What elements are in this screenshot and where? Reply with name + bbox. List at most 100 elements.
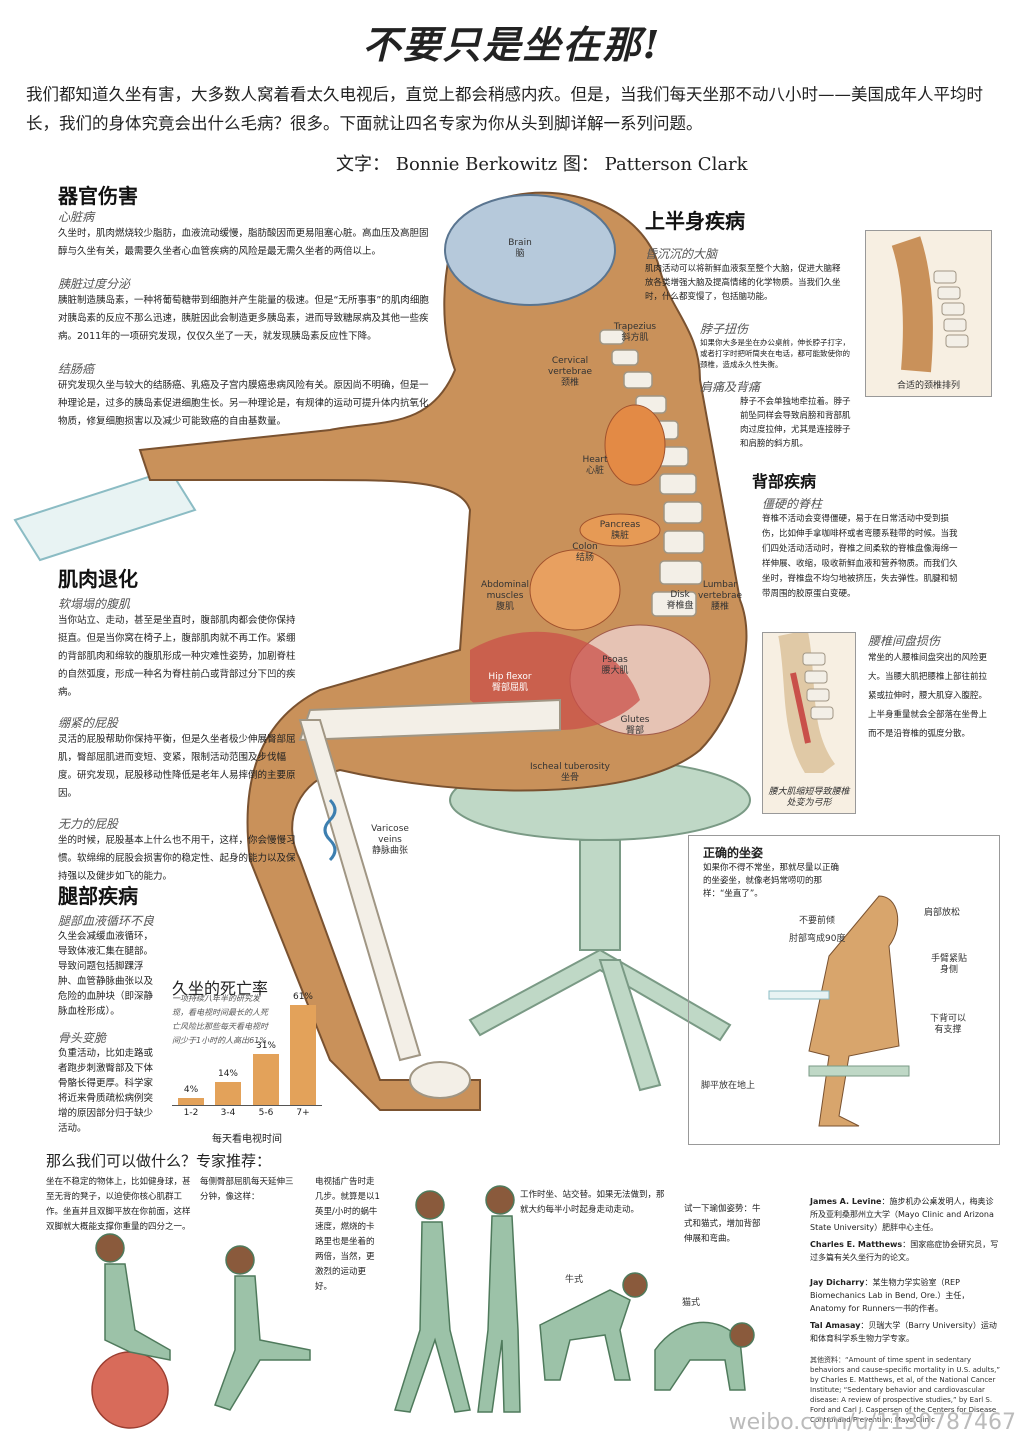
posture-label-no-lean: 不要前倾 <box>799 916 836 926</box>
abs-text: 当你站立、走动，甚至是坐直时，腹部肌肉都会使你保持挺直。但是当你窝在椅子上，腹部… <box>58 615 296 698</box>
tight-hips-title: 绷紧的屁股 <box>58 716 119 730</box>
neck-section: 脖子扭伤 如果你大多是坐在办公桌前，伸长脖子打字，或者打字时把听筒夹在电话，都可… <box>700 320 855 451</box>
chart-value-label: 31% <box>255 1041 276 1051</box>
chart-category-label: 1-2 <box>183 1108 199 1118</box>
label-colon: Colon 结肠 <box>572 542 598 563</box>
label-pancreas: Pancreas 胰脏 <box>599 520 641 541</box>
tip-sit-stand: 工作时坐、站交替。如果无法做到，那就大约每半小时起身走动走动。 <box>520 1190 665 1215</box>
sources-note: 其他资料：“Amount of time spent in sedentary … <box>810 1356 1000 1424</box>
disc-section: 腰椎间盘损伤 常坐的人腰椎间盘突出的风险更大。当腰大肌把腰椎上部往前拉紧或拉伸时… <box>868 632 988 744</box>
chart-value-label: 4% <box>183 1085 199 1095</box>
upper-body-section: 昏沉沉的大脑 肌肉活动可以将新鲜血液泵至整个大脑，促进大脑释放各类增强大脑及提高… <box>645 245 845 312</box>
neck-text: 如果你大多是坐在办公桌前，伸长脖子打字，或者打字时把听筒夹在电话，都可能致使你的… <box>700 338 850 369</box>
disc-title: 腰椎间盘损伤 <box>868 634 941 648</box>
label-heart: Heart 心脏 <box>582 455 608 476</box>
label-trapezius: Trapezius 斜方肌 <box>613 322 657 343</box>
bones-title: 骨头变脆 <box>58 1031 107 1045</box>
label-glutes: Glutes 臀部 <box>620 715 650 736</box>
chart-category-label: 7+ <box>296 1108 310 1118</box>
experts-list: James A. Levine：施步机办公桌发明人，梅奥诊所及亚利桑那州立大学（… <box>810 1195 1000 1425</box>
posture-label-feet: 脚平放在地上 <box>701 1081 756 1091</box>
colon-cancer-title: 结肠癌 <box>58 362 95 376</box>
label-ischeal-tuberosity: Ischeal tuberosity 坐骨 <box>530 762 610 783</box>
intro-paragraph: 我们都知道久坐有害，大多数人窝着看太久电视后，直觉上都会稍感内疚。但是，当我们每… <box>26 85 983 133</box>
chart-bar-1-2 <box>178 1098 204 1105</box>
pancreas-title: 胰脏过度分泌 <box>58 277 131 291</box>
tip-hip-stretch: 每侧臀部屈肌每天延伸三分钟，像这样： <box>200 1177 294 1202</box>
tight-hips-text: 灵活的屁股帮助你保持平衡，但是久坐者极少伸展臀部屈肌，臀部屈肌进而变短、变紧，限… <box>58 734 296 799</box>
expert-desc-4: ：贝瑞大学（Barry University）运动和体育科学系生物力学专家。 <box>810 1321 997 1343</box>
expert-desc-3: ：某生物力学实验室（REP Biomechanics Lab in Bend, … <box>810 1278 970 1313</box>
organs-section: 心脏病 久坐时，肌肉燃烧较少脂肪，血液流动缓慢，脂肪酸因而更易阻塞心脏。高血压及… <box>58 208 433 431</box>
lumbar-disc-illustration: 腰大肌缩短导致腰椎处变为弓形 <box>762 630 856 814</box>
heart-disease-title: 心脏病 <box>58 210 95 224</box>
chart-category-label: 3-4 <box>220 1108 236 1118</box>
posture-heading: 正确的坐姿 <box>703 846 764 860</box>
section-heading-organs: 器官伤害 <box>58 184 138 208</box>
chart-bar-7+ <box>290 1005 316 1105</box>
shoulder-text: 脖子不会单独地牵拉着。脖子前坠同样会导致肩膀和背部肌肉过度拉伸，尤其是连接脖子和… <box>740 397 851 449</box>
brain-text: 肌肉活动可以将新鲜血液泵至整个大脑，促进大脑释放各类增强大脑及提高情绪的化学物质… <box>645 264 841 302</box>
chart-x-label: 每天看电视时间 <box>212 1134 282 1145</box>
weibo-watermark: weibo.com/u/1130787467 <box>728 1410 1016 1435</box>
neck-alignment-illustration: 合适的颈椎排列 <box>865 230 992 397</box>
weak-glutes-text: 坐的时候，屁股基本上什么也不用干，这样，你会慢慢习惯。软绵绵的屁股会损害你的稳定… <box>58 835 296 882</box>
bones-text: 负重活动，比如走路或者跑步刺激臀部及下体骨骼长得更厚。科学家将近来骨质疏松病例突… <box>58 1048 154 1134</box>
circulation-text: 久坐会减缓血液循环，导致体液汇集在腿部。导致问题包括脚踝浮肿、血管静脉曲张以及危… <box>58 931 154 1017</box>
chart-title: 久坐的死亡率 <box>172 979 269 998</box>
page-title: 不要只是坐在那! <box>362 22 662 67</box>
muscles-section: 软塌塌的腹肌 当你站立、走动，甚至是坐直时，腹部肌肉都会使你保持挺直。但是当你窝… <box>58 595 298 886</box>
heart-disease-text: 久坐时，肌肉燃烧较少脂肪，血液流动缓慢，脂肪酸因而更易阻塞心脏。高血压及高胆固醇… <box>58 228 429 257</box>
posture-label-lower-back: 下背可以有支撑 <box>929 1014 966 1035</box>
posture-label-relax-shoulders: 肩部放松 <box>924 908 961 918</box>
chart-note: 一项持续八年半的研究发现，看电视时间最长的人死亡风险比那些每天看电视时间少于1小… <box>172 994 268 1045</box>
tip-balance-ball: 坐在不稳定的物体上，比如健身球，甚至无背的凳子，以迫使你核心肌群工作。坐直并且双… <box>46 1177 191 1232</box>
label-varicose-veins: Varicose veins 静脉曲张 <box>371 824 409 856</box>
exercise-figures <box>91 1185 755 1429</box>
brain-title: 昏沉沉的大脑 <box>645 247 718 261</box>
chart-bar-5-6 <box>253 1054 279 1105</box>
chart-value-label: 14% <box>217 1069 238 1079</box>
disc-caption: 腰大肌缩短导致腰椎处变为弓形 <box>768 787 850 808</box>
section-heading-upper-body: 上半身疾病 <box>645 209 745 233</box>
expert-name-3: Jay Dicharry <box>810 1278 865 1287</box>
expert-name-2: Charles E. Matthews <box>810 1240 903 1249</box>
tip-yoga: 试一下瑜伽姿势：牛式和猫式，增加背部伸展和弯曲。 <box>684 1204 761 1244</box>
cat-pose-label: 猫式 <box>682 1298 701 1308</box>
expert-desc-1: ：施步机办公桌发明人，梅奥诊所及亚利桑那州立大学（Mayo Clinic and… <box>810 1197 994 1232</box>
label-hip-flexor: Hip flexor 臀部屈肌 <box>488 672 532 693</box>
section-heading-muscles: 肌肉退化 <box>58 567 138 591</box>
back-section: 僵硬的脊柱 脊椎不活动会变得僵硬，易于在日常活动中受到损伤，比如伸手拿咖啡杯或者… <box>762 495 962 602</box>
pancreas-text: 胰脏制造胰岛素，一种将葡萄糖带到细胞并产生能量的极速。但是“无所事事”的肌肉细胞… <box>58 295 429 342</box>
legs-section: 腿部血液循环不良 久坐会减缓血液循环，导致体液汇集在腿部。导致问题包括脚踝浮肿、… <box>58 912 158 1136</box>
label-cervical-vertebrae: Cervical vertebrae 颈椎 <box>547 356 593 388</box>
correct-posture-panel: 正确的坐姿 如果你不得不常坐，那就尽量以正确的坐姿坐，就像老妈常唠叨的那样：“坐… <box>688 835 1000 1145</box>
neck-title: 脖子扭伤 <box>700 322 749 336</box>
shoulder-title: 肩痛及背痛 <box>700 380 761 394</box>
mortality-bar-chart: 4% 1-2 14% 3-4 31% 5-6 61% 7+ <box>172 985 322 1118</box>
posture-label-elbow: 肘部弯成90度 <box>789 934 846 944</box>
section-heading-legs: 腿部疾病 <box>58 884 138 908</box>
expert-name-1: James A. Levine <box>810 1197 882 1206</box>
stiff-spine-text: 脊椎不活动会变得僵硬，易于在日常活动中受到损伤，比如伸手拿咖啡杯或者弯腰系鞋带的… <box>762 514 958 599</box>
cow-pose-label: 牛式 <box>565 1275 584 1285</box>
credits-line: 文字： Bonnie Berkowitz 图： Patterson Clark <box>336 154 748 175</box>
tip-tv-walk: 电视插广告时走几步。就算是以1英里/小时的蜗牛速度，燃烧的卡路里也是坐着的两倍，… <box>315 1177 380 1292</box>
posture-text: 如果你不得不常坐，那就尽量以正确的坐姿坐，就像老妈常唠叨的那样：“坐直了”。 <box>703 863 840 899</box>
label-lumbar-vertebrae: Lumbar vertebrae 腰椎 <box>697 580 743 612</box>
label-psoas: Psoas 腰大肌 <box>601 655 629 676</box>
circulation-title: 腿部血液循环不良 <box>58 914 155 928</box>
neck-caption: 合适的颈椎排列 <box>896 381 960 391</box>
posture-label-arms: 手臂紧贴身侧 <box>930 954 967 975</box>
colon-cancer-text: 研究发现久坐与较大的结肠癌、乳癌及子宫内膜癌患病风险有关。原因尚不明确，但是一种… <box>58 380 429 427</box>
expert-desc-2: ：国家癌症协会研究员，写过多篇有关久坐行为的论文。 <box>810 1240 999 1262</box>
weak-glutes-title: 无力的屁股 <box>58 817 119 831</box>
chart-bar-3-4 <box>215 1082 241 1105</box>
stiff-spine-title: 僵硬的脊柱 <box>762 497 823 511</box>
expert-name-4: Tal Amasay <box>810 1321 861 1330</box>
label-abdominal-muscles: Abdominal muscles 腹肌 <box>480 580 530 612</box>
recommend-heading: 那么我们可以做什么？专家推荐： <box>46 1152 272 1170</box>
chart-value-label: 61% <box>292 992 313 1002</box>
label-disk: Disk 脊椎盘 <box>666 590 694 611</box>
chart-category-label: 5-6 <box>258 1108 274 1118</box>
